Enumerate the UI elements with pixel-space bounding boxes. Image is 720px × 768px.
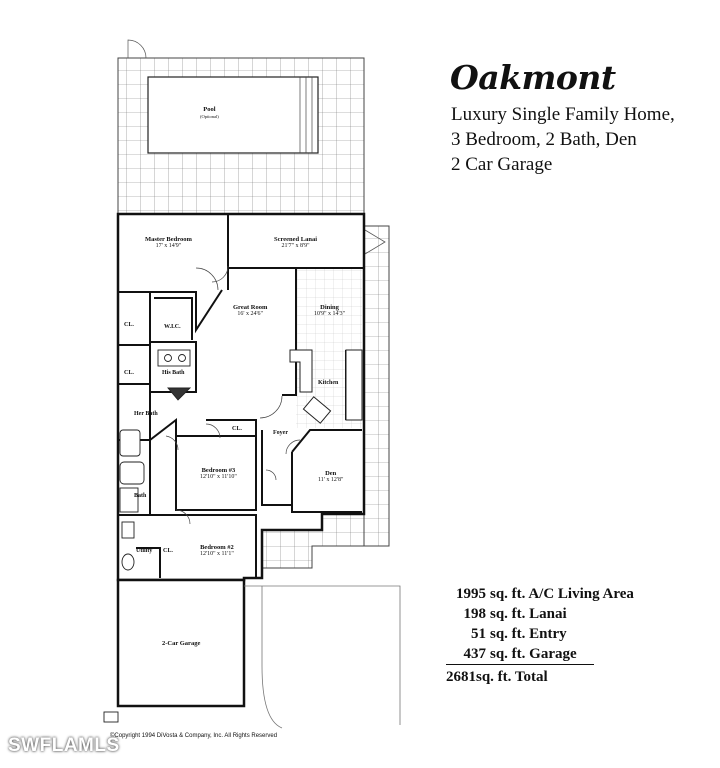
- kitchen-counters: [289, 349, 363, 424]
- room-name: Screened Lanai: [274, 236, 318, 243]
- room-name: Kitchen: [318, 380, 339, 386]
- area-value: 437: [463, 646, 487, 662]
- description-line: 2 Car Garage: [451, 154, 553, 175]
- room-name: 2-Car Garage: [162, 640, 201, 647]
- area-value: 1995: [456, 586, 486, 602]
- room-dims: 17' x 14'9": [155, 243, 182, 249]
- room-label-bedroom-2: Bedroom #2 12'10" x 11'1": [200, 544, 234, 558]
- room-label-great-room: Great Room 16' x 24'6": [233, 304, 267, 318]
- room-label-closet: CL.: [163, 548, 173, 555]
- area-row-total: 2681sq. ft. Total: [446, 665, 646, 687]
- room-name: CL.: [124, 322, 134, 328]
- room-name: Master Bedroom: [145, 236, 192, 243]
- area-label: sq. ft. A/C Living Area: [490, 586, 634, 602]
- total-value: 2681: [446, 669, 476, 685]
- room-label-his-bath: His Bath: [162, 370, 185, 377]
- room-label-dining: Dining 10'9" x 14'3": [314, 304, 345, 318]
- area-value: 51: [471, 626, 486, 642]
- room-label-master-bedroom: Master Bedroom 17' x 14'9": [145, 236, 192, 250]
- plan-description: Luxury Single Family Home, 3 Bedroom, 2 …: [451, 102, 675, 177]
- bath-fixtures: [103, 349, 192, 723]
- watermark-logo: SWFLAMLS: [8, 735, 120, 756]
- door-swings: [165, 265, 301, 525]
- room-name: Bedroom #2: [200, 544, 234, 551]
- room-label-kitchen: Kitchen: [318, 380, 338, 387]
- area-label: sq. ft. Garage: [490, 646, 577, 662]
- room-name: Bedroom #3: [201, 467, 236, 474]
- room-dims: 12'10" x 11'10": [200, 474, 237, 480]
- side-walkway: [363, 225, 390, 547]
- room-label-den: Den 11' x 12'8": [318, 470, 343, 484]
- room-name: Utility: [136, 548, 153, 554]
- plan-title: Oakmont: [450, 58, 616, 97]
- room-label-garage: 2-Car Garage: [162, 640, 200, 647]
- room-label-closet: CL.: [124, 322, 134, 329]
- room-label-utility: Utility: [136, 548, 152, 555]
- room-dims: 12'10" x 11'1": [200, 551, 234, 557]
- room-label-closet: CL.: [124, 370, 134, 377]
- room-label-closet: CL.: [232, 426, 242, 433]
- area-label: sq. ft. Lanai: [490, 606, 567, 622]
- room-name: Her Bath: [134, 411, 158, 417]
- room-name: Pool: [203, 106, 216, 113]
- room-name: CL.: [163, 548, 173, 554]
- room-name: W.I.C.: [164, 324, 181, 330]
- area-value: 198: [463, 606, 487, 622]
- room-name: His Bath: [162, 370, 185, 376]
- room-name: CL.: [232, 426, 242, 432]
- garage-area: [116, 578, 401, 729]
- area-label: sq. ft. Entry: [490, 626, 567, 642]
- room-dims: 16' x 24'6": [237, 311, 263, 317]
- room-label-bedroom-3: Bedroom #3 12'10" x 11'10": [200, 467, 237, 481]
- room-label-her-bath: Her Bath: [134, 411, 158, 418]
- description-line: Luxury Single Family Home,: [451, 104, 675, 125]
- room-label-wic: W.I.C.: [164, 324, 181, 331]
- total-label: sq. ft. Total: [476, 669, 548, 685]
- room-name: CL.: [124, 370, 134, 376]
- room-label-foyer: Foyer: [273, 430, 288, 437]
- room-name: Great Room: [233, 304, 268, 311]
- pool-deck: [117, 39, 365, 215]
- room-note: (Optional): [200, 114, 219, 119]
- copyright-notice: ©Copyright 1994 DiVosta & Company, Inc. …: [110, 733, 278, 739]
- room-label-screened-lanai: Screened Lanai 21'7" x 8'9": [274, 236, 317, 250]
- room-name: Bath: [134, 493, 147, 499]
- room-label-bath: Bath: [134, 493, 146, 500]
- room-name: Foyer: [273, 430, 288, 436]
- description-line: 3 Bedroom, 2 Bath, Den: [451, 129, 637, 150]
- room-name: Den: [325, 470, 337, 477]
- room-dims: 10'9" x 14'3": [314, 311, 346, 317]
- room-label-pool: Pool (Optional): [200, 106, 219, 120]
- room-dims: 21'7" x 8'9": [281, 243, 310, 249]
- house-outline: [116, 212, 366, 582]
- room-dims: 11' x 12'8": [318, 477, 344, 483]
- room-name: Dining: [320, 304, 339, 311]
